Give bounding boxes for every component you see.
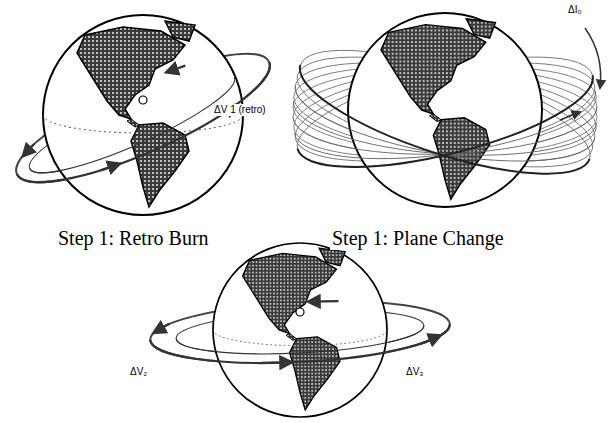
step-caption: Step 1: Retro Burn xyxy=(56,227,211,250)
burn-label: ΔV 1 (retro) xyxy=(212,104,268,116)
burn-label: ΔV₂ xyxy=(128,366,149,378)
burn-label: ΔV₃ xyxy=(404,366,425,378)
step-caption: Step 1: Plane Change xyxy=(330,227,506,250)
angle-label: ΔI₀ xyxy=(566,4,584,16)
